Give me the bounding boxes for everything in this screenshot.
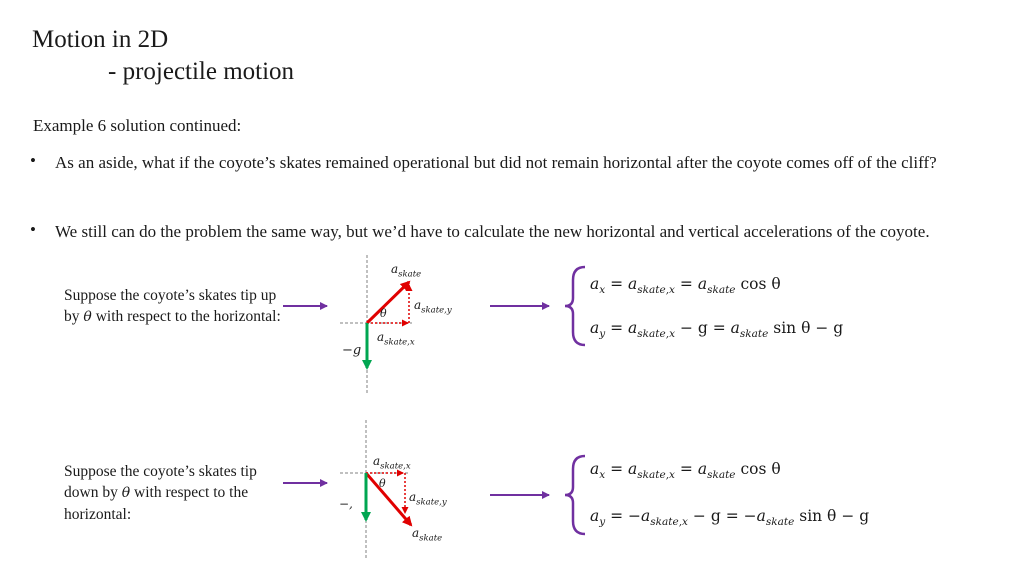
slide-title: Motion in 2D	[32, 26, 169, 53]
label-askatex: askate,x	[377, 330, 415, 348]
label-askate: askate	[412, 526, 443, 544]
case-down-text-before: Suppose the coyote’s skates tip down by	[64, 463, 257, 501]
equation-ay-down: ay = −askate,x − g = −askate sin θ − g	[590, 507, 870, 529]
case-up-text: Suppose the coyote’s skates tip up by θ …	[64, 285, 289, 328]
label-askate: askate	[391, 262, 422, 280]
label-gravity: −g	[342, 343, 362, 358]
bullet-marker: •	[30, 151, 36, 170]
label-askatey: askate,y	[414, 298, 452, 316]
brace-down	[564, 454, 586, 536]
label-theta: θ	[380, 307, 387, 320]
diagram-up	[283, 255, 586, 395]
equation-ax-down: ax = askate,x = askate cos θ	[590, 460, 781, 482]
example-heading: Example 6 solution continued:	[33, 116, 242, 135]
label-theta: θ	[379, 477, 386, 490]
label-askatey: askate,y	[409, 490, 447, 508]
equation-ax-up: ax = askate,x = askate cos θ	[590, 275, 781, 297]
case-down-text: Suppose the coyote’s skates tip down by …	[64, 461, 289, 525]
case-down-text-after: with respect to the horizontal:	[64, 484, 249, 523]
bullet-1: As an aside, what if the coyote’s skates…	[55, 153, 937, 172]
bullet-2: We still can do the problem the same way…	[55, 222, 930, 241]
askate-vector	[364, 472, 413, 527]
diagram-down	[283, 420, 586, 558]
slide-subtitle: - projectile motion	[108, 58, 295, 85]
theta-symbol: θ	[83, 309, 92, 325]
label-gravity: −,	[339, 497, 353, 511]
askate-vector	[365, 280, 411, 325]
equation-ay-up: ay = askate,x − g = askate sin θ − g	[590, 319, 844, 341]
theta-symbol: θ	[121, 485, 131, 501]
brace-up	[564, 265, 586, 347]
case-up-text-after: with respect to the horizontal:	[91, 308, 281, 325]
bullet-marker: •	[30, 220, 36, 239]
case-up-text-before: Suppose the coyote’s skates tip up by	[64, 287, 277, 325]
label-askatex: askate,x	[373, 454, 411, 472]
